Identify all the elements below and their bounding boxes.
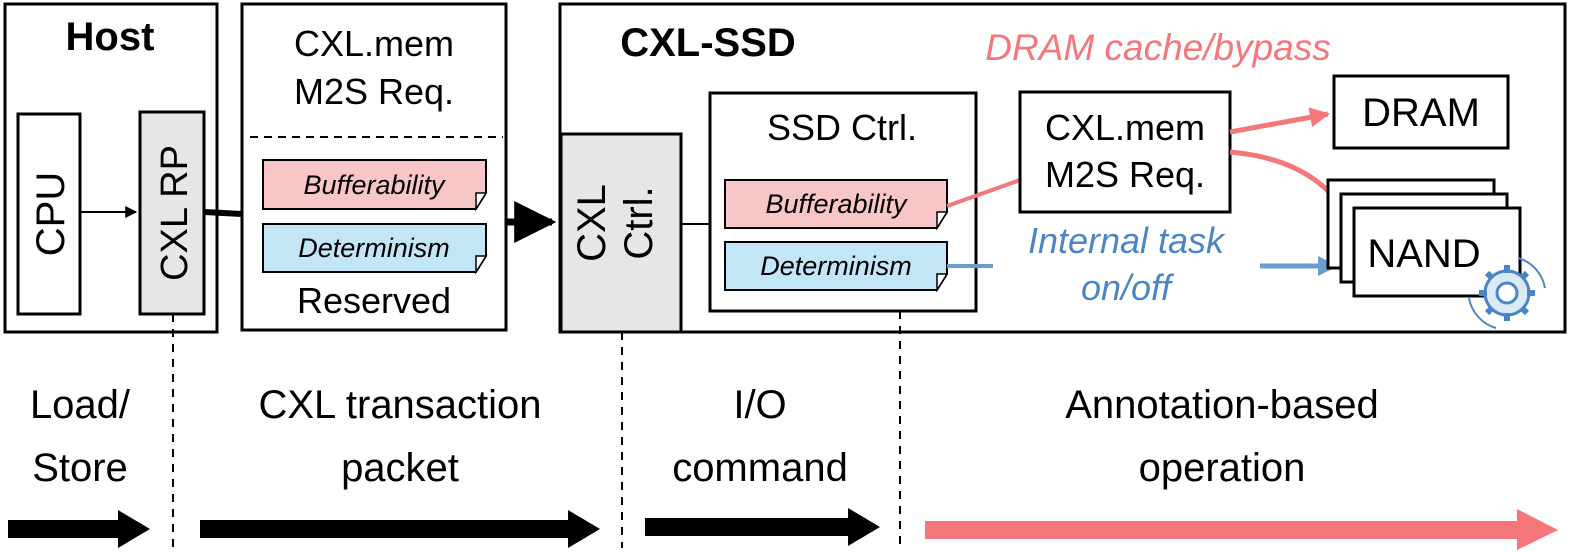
stage-arrow-1 <box>8 510 150 548</box>
packet-header-line1: CXL.mem <box>294 23 454 64</box>
stage-annotation-operation-line2: operation <box>1139 446 1306 490</box>
gear-icon <box>1468 257 1546 329</box>
stage-transaction-packet: CXL transaction packet <box>258 383 541 490</box>
rp-to-packet-line <box>203 209 243 217</box>
stage-io-command-line1: I/O <box>733 383 786 427</box>
dram-cache-bypass-label: DRAM cache/bypass <box>985 27 1330 68</box>
ssd-ctrl-label: SSD Ctrl. <box>767 107 917 148</box>
packet-tag-determinism-label: Determinism <box>298 233 450 263</box>
host-title: Host <box>66 15 155 59</box>
packet-tag-determinism: Determinism <box>262 223 488 275</box>
ssd-request-line1: CXL.mem <box>1045 107 1205 148</box>
ssd-request-line2: M2S Req. <box>1045 154 1205 195</box>
stage-arrow-2 <box>200 510 600 548</box>
cxl-ssd-box: CXL-SSD DRAM cache/bypass CXL Ctrl. SSD … <box>558 2 1567 334</box>
cpu-label: CPU <box>29 172 73 256</box>
stage-annotation-operation: Annotation-based operation <box>1065 383 1379 490</box>
stage-transaction-packet-line2: packet <box>341 446 459 490</box>
stage-annotation-operation-line1: Annotation-based <box>1065 383 1379 427</box>
stage-load-store-line1: Load/ <box>30 383 131 427</box>
cxl-ctrl-label-line1: CXL <box>570 184 614 262</box>
ssd-ctrl-block: SSD Ctrl. Bufferability Determinism <box>708 91 978 313</box>
stage-arrow-3 <box>645 508 880 546</box>
stage-load-store: Load/ Store <box>30 383 131 490</box>
cxl-ssd-title: CXL-SSD <box>620 21 796 65</box>
stage-io-command-line2: command <box>672 446 848 490</box>
internal-task-line1: Internal task <box>1028 220 1226 261</box>
packet-box: CXL.mem M2S Req. Bufferability Determini… <box>240 2 508 332</box>
request-to-dram-arrow <box>1229 107 1330 135</box>
packet-header-line2: M2S Req. <box>294 71 454 112</box>
packet-tag-bufferability-label: Bufferability <box>303 170 446 200</box>
dram-block: DRAM <box>1332 74 1510 150</box>
ssd-tag-bufferability-label: Bufferability <box>765 189 908 219</box>
cxl-ctrl-block: CXL Ctrl. <box>559 132 683 334</box>
stage-transaction-packet-line1: CXL transaction <box>258 383 541 427</box>
cpu-block: CPU <box>16 112 82 316</box>
cxl-rp-label: CXL RP <box>154 145 196 281</box>
ssd-tag-determinism-label: Determinism <box>760 251 912 281</box>
ssd-tag-determinism: Determinism <box>724 241 949 293</box>
stage-io-command: I/O command <box>672 383 848 490</box>
dram-label: DRAM <box>1362 91 1480 135</box>
host-box: Host CPU CXL RP <box>3 2 219 334</box>
ssd-request-box: CXL.mem M2S Req. <box>1018 90 1232 214</box>
stage-separators <box>172 311 901 548</box>
stage-arrow-4 <box>925 509 1558 550</box>
ssd-tag-bufferability: Bufferability <box>724 179 949 231</box>
cxl-rp-block: CXL RP <box>138 110 206 316</box>
packet-tag-bufferability: Bufferability <box>262 159 488 212</box>
cxl-ctrl-label-line2: Ctrl. <box>617 186 661 259</box>
packet-reserved-label: Reserved <box>297 280 451 321</box>
stage-load-store-line2: Store <box>32 446 128 490</box>
internal-task-line2: on/off <box>1081 267 1175 308</box>
nand-label: NAND <box>1367 232 1480 276</box>
bufferability-link-line <box>946 178 1021 208</box>
